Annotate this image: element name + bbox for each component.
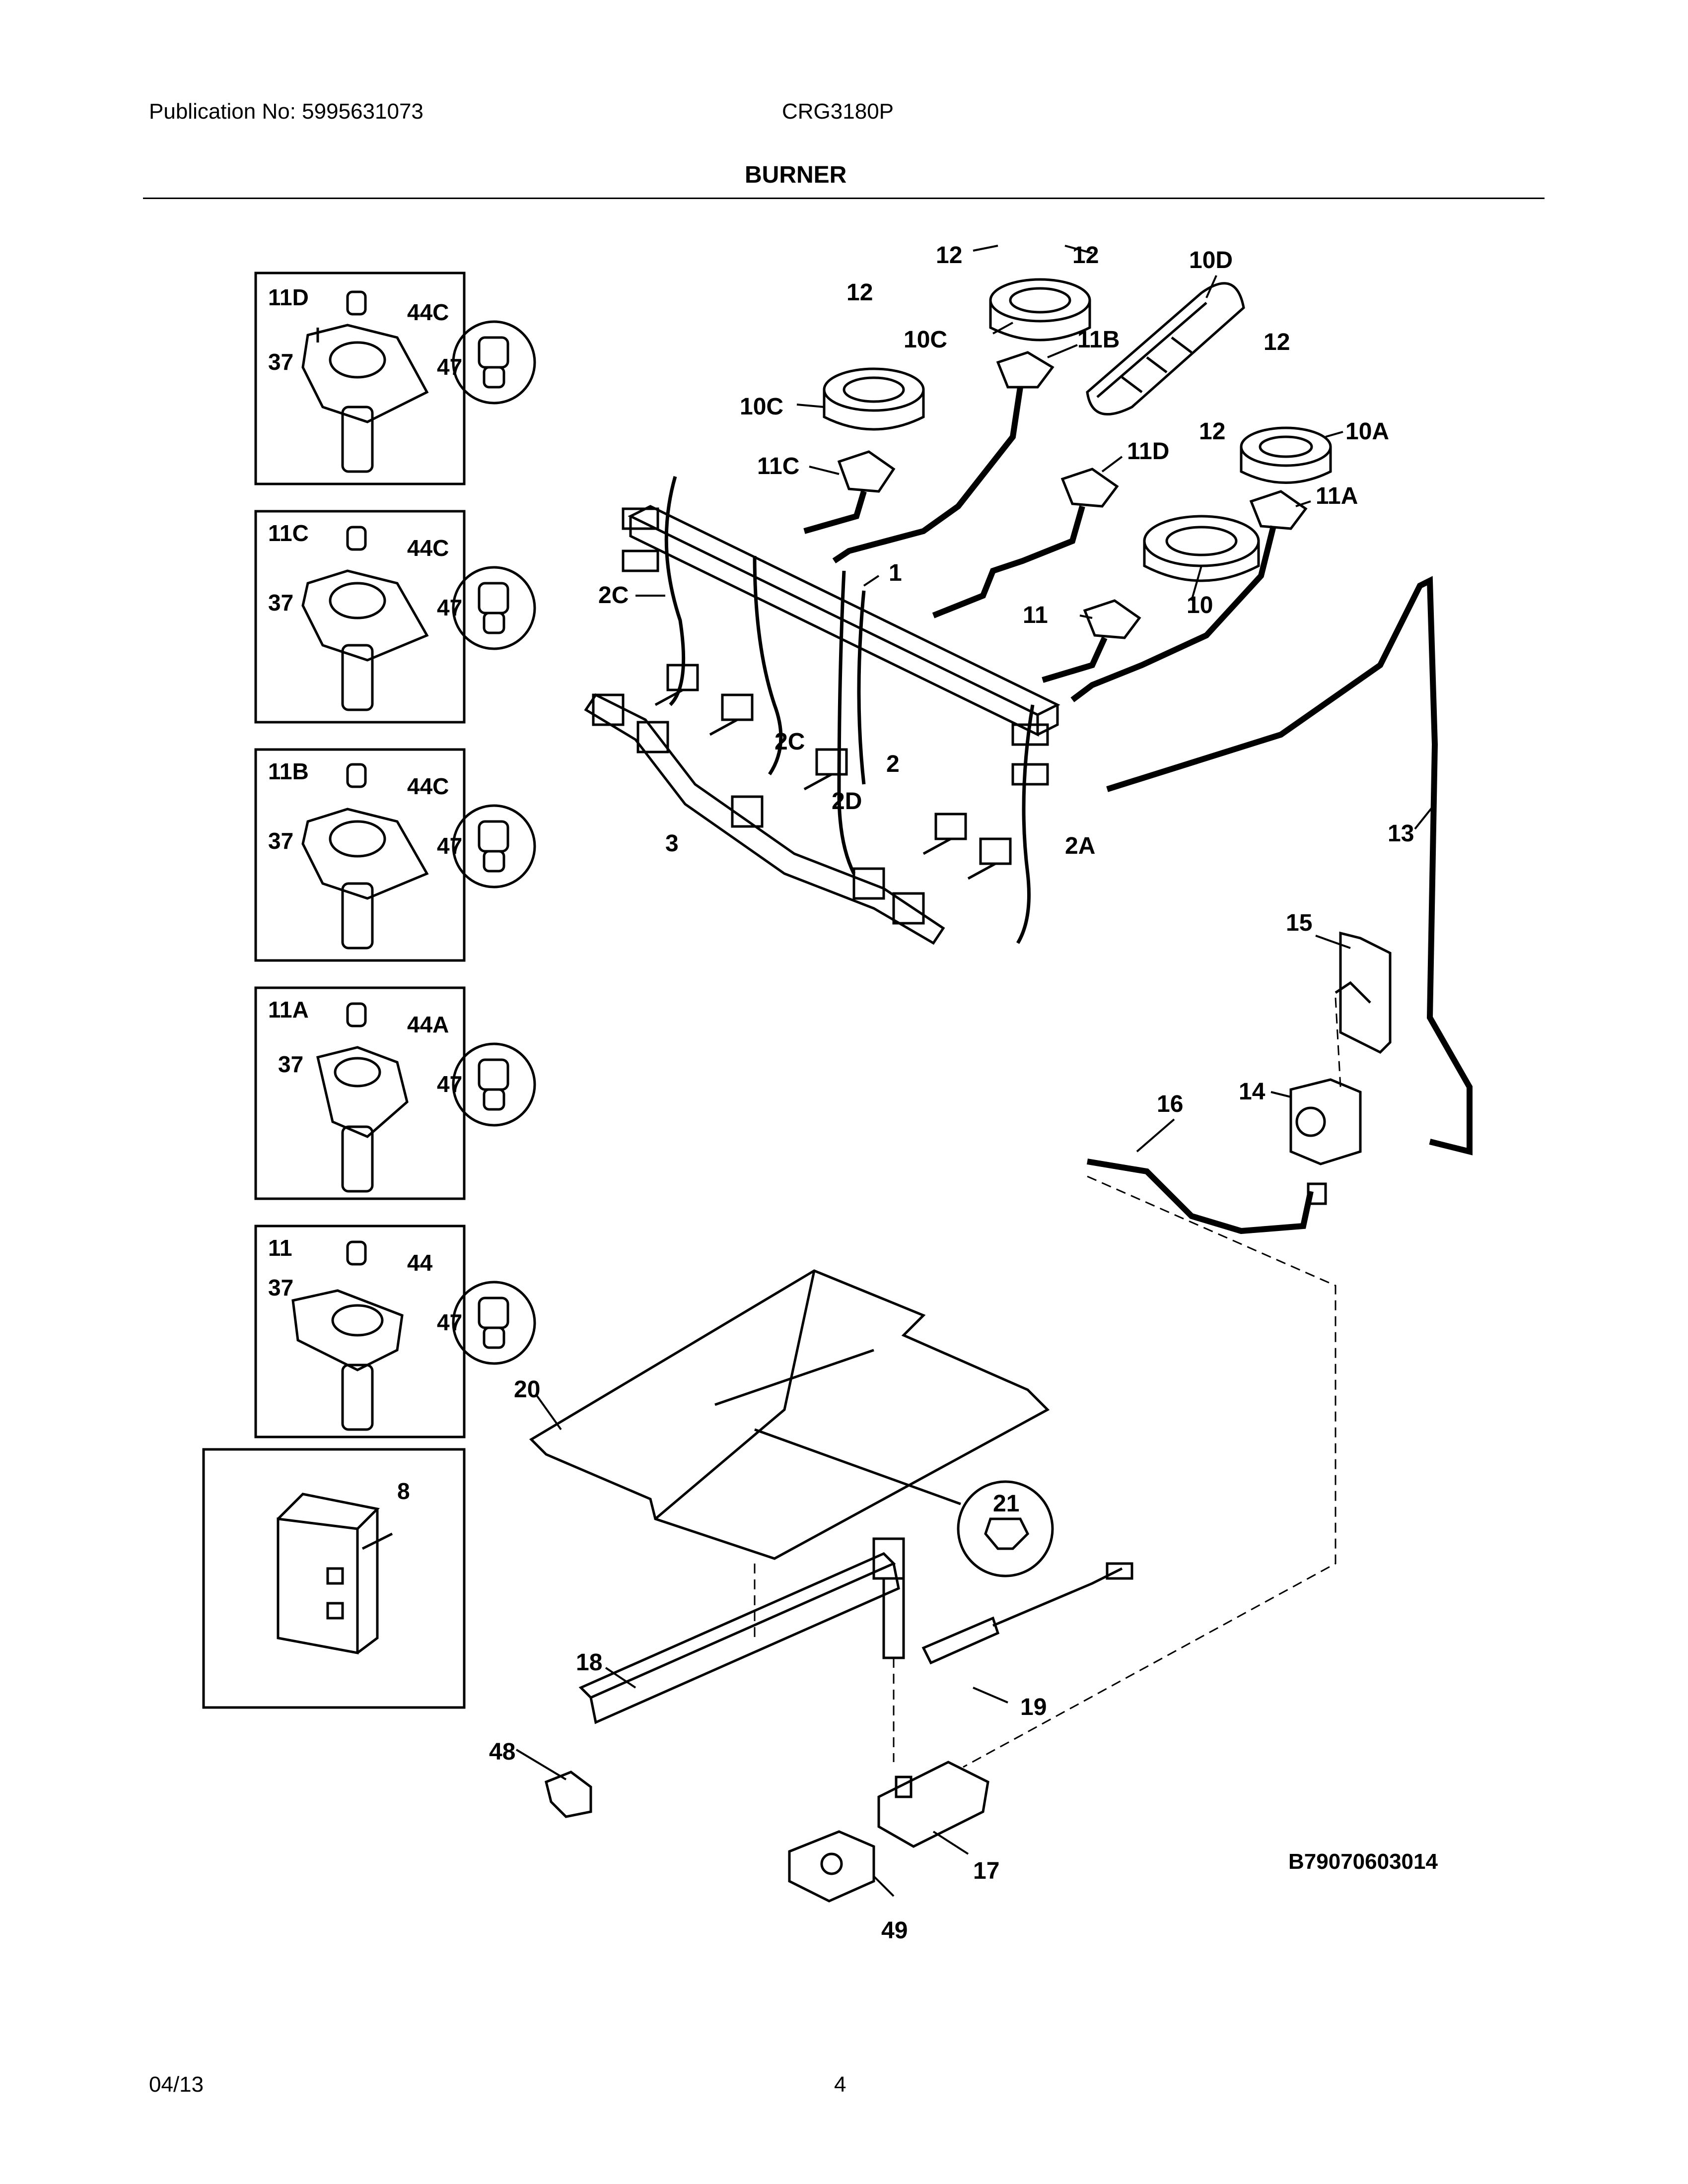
callout-20: 20 [514, 1376, 540, 1403]
bracket-15 [1335, 931, 1392, 1054]
inset-11a-label-37: 37 [278, 1051, 303, 1077]
callout-10c-top: 10C [904, 327, 947, 353]
inset-11a-label-47: 47 [437, 1071, 462, 1097]
callout-18: 18 [576, 1649, 602, 1676]
callout-48: 48 [489, 1739, 515, 1765]
inset-11c-title: 11C [268, 520, 309, 546]
header-divider [143, 198, 1545, 199]
nut-21-icon [984, 1517, 1030, 1550]
burner-cap-10a [1240, 426, 1332, 484]
burner-cap-10 [1143, 515, 1260, 582]
inset-spark-module [202, 1448, 466, 1709]
inset-11c [254, 510, 536, 724]
callout-10d: 10D [1189, 247, 1233, 273]
igniter-19 [921, 1562, 1133, 1665]
inset-11d-title: 11D [268, 284, 309, 310]
inset-11d-label-44c: 44C [407, 299, 449, 325]
callout-11b: 11B [1077, 327, 1120, 353]
callout-21: 21 [993, 1491, 1019, 1517]
inset-11-label-37: 37 [268, 1275, 293, 1300]
burner-base-11d [1060, 468, 1119, 508]
callout-10: 10 [1187, 592, 1213, 618]
callout-12c: 12 [1264, 329, 1290, 355]
inset-11b-label-44c: 44C [407, 773, 449, 799]
callout-16: 16 [1157, 1091, 1183, 1117]
inset-11d-label-37: 37 [268, 349, 293, 375]
inset-11c-label-44c: 44C [407, 535, 449, 561]
callout-2d: 2D [832, 788, 862, 815]
callout-2c-left: 2C [598, 582, 629, 609]
manifold-pipe-1 [622, 505, 1060, 786]
callout-11d: 11D [1127, 438, 1169, 465]
tube-16 [1087, 1159, 1314, 1234]
inset-11-label-47: 47 [437, 1309, 462, 1335]
callout-19: 19 [1020, 1694, 1047, 1720]
mount-49 [788, 1830, 875, 1903]
inset-11d-label-47: 47 [437, 354, 462, 380]
safety-valve-17 [877, 1761, 989, 1848]
inset-11d [254, 272, 536, 485]
burner-base-11 [1083, 599, 1141, 639]
nut-detail-circle [957, 1480, 1054, 1577]
inset-11a-label-44a: 44A [407, 1012, 449, 1037]
callout-15: 15 [1286, 910, 1312, 936]
inset-11b [254, 748, 536, 962]
callout-12a: 12 [936, 242, 962, 269]
heat-shield-20 [529, 1269, 1050, 1560]
bracket-48 [545, 1771, 592, 1818]
inset-11c-label-47: 47 [437, 595, 462, 620]
burner-base-11a [1249, 490, 1308, 530]
burner-base-11b [996, 351, 1055, 389]
callout-49: 49 [881, 1917, 908, 1944]
inset-11-title: 11 [268, 1235, 292, 1261]
callout-11: 11 [1023, 602, 1048, 628]
callout-10a: 10A [1345, 418, 1389, 445]
manifold-bracket-3 [584, 693, 945, 945]
inset-11a [254, 986, 536, 1200]
inset-11b-label-37: 37 [268, 828, 293, 854]
inset-11c-label-37: 37 [268, 590, 293, 615]
callout-1: 1 [889, 560, 902, 586]
burner-cap-10c [823, 367, 925, 431]
page-number: 4 [834, 2072, 846, 2097]
inset-11 [254, 1225, 536, 1438]
inset-spark-module-label-8: 8 [397, 1478, 410, 1504]
inset-11b-title: 11B [268, 758, 309, 784]
callout-2a: 2A [1065, 833, 1095, 859]
callout-12b: 12 [1072, 242, 1099, 269]
callout-3: 3 [665, 830, 679, 857]
inset-11b-label-47: 47 [437, 833, 462, 859]
callout-14: 14 [1239, 1079, 1266, 1105]
pressure-regulator-14 [1289, 1078, 1362, 1205]
callout-2c: 2C [774, 729, 805, 755]
callout-2: 2 [886, 751, 900, 777]
model-number: CRG3180P [782, 99, 894, 124]
gas-valves-2 [654, 664, 1012, 880]
footer-date: 04/13 [149, 2072, 204, 2097]
callout-11a: 11A [1316, 483, 1358, 509]
diagram-code: B79070603014 [1288, 1849, 1438, 1874]
burner-base-11c [837, 450, 896, 493]
callout-17: 17 [973, 1858, 999, 1884]
inset-11-label-44: 44 [407, 1250, 433, 1276]
callout-11c: 11C [757, 453, 799, 479]
burner-cap-10c-top [989, 278, 1091, 341]
oven-burner-18 [578, 1537, 905, 1724]
section-title: BURNER [745, 162, 847, 188]
callout-13: 13 [1388, 820, 1414, 847]
inset-11a-title: 11A [268, 997, 309, 1023]
callout-12d: 12 [846, 279, 873, 306]
callout-10c: 10C [740, 394, 783, 420]
oval-burner-10d [1086, 282, 1245, 415]
publication-number: Publication No: 5995631073 [149, 99, 423, 124]
ignition-wires-2c-2a [664, 476, 1035, 944]
callout-12e: 12 [1199, 418, 1225, 445]
